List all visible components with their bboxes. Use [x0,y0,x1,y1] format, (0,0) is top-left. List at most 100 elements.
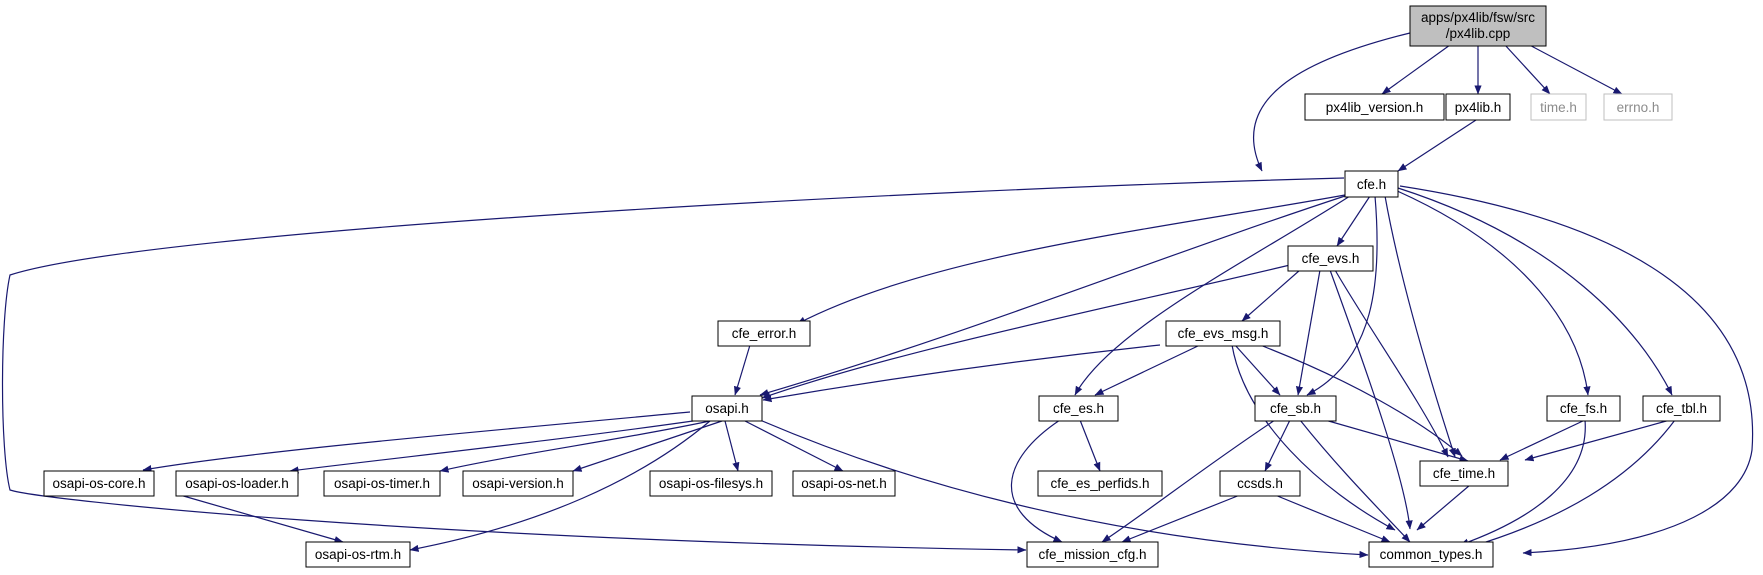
edge-cfe-evs-cfe-time [1334,269,1449,458]
edge-root-cfe [1252,32,1411,172]
node-root[interactable]: apps/px4lib/fsw/src /px4lib.cpp [1409,5,1547,47]
node-osapi-os-filesys-label: osapi-os-filesys.h [659,476,763,491]
edge-cfe-evs-msg-cfe-sb [1234,344,1281,396]
node-cfe-evs[interactable]: cfe_evs.h [1287,245,1374,272]
edge-cfe-cfe-mission-cfg [1,177,1345,554]
edge-cfe-sb-cfe-time [1324,419,1469,463]
edge-cfe-common-types [1399,185,1754,557]
node-osapi-os-core-label: osapi-os-core.h [52,476,145,491]
edge-cfe-tbl-cfe-time [1524,419,1671,462]
node-cfe-fs-label: cfe_fs.h [1560,401,1607,416]
node-root-line2: /px4lib.cpp [1446,26,1511,41]
node-px4lib-version[interactable]: px4lib_version.h [1304,93,1445,121]
node-cfe-time[interactable]: cfe_time.h [1419,460,1509,487]
edge-osapi-osapi-os-loader [289,419,701,474]
node-osapi-os-core[interactable]: osapi-os-core.h [43,470,155,497]
edge-cfe-cfe-fs [1394,189,1591,396]
node-cfe-tbl[interactable]: cfe_tbl.h [1642,395,1721,422]
node-cfe-mission-cfg-label: cfe_mission_cfg.h [1038,547,1146,562]
node-errno-label: errno.h [1617,100,1660,115]
edge-cfe-cfe-error [796,194,1346,325]
edge-cfe-es-cfe-es-perfids [1079,419,1101,472]
node-cfe-tbl-label: cfe_tbl.h [1656,401,1707,416]
edge-osapi-os-core-osapi-os-rtm [179,494,344,544]
dependency-edges [1,32,1754,559]
node-cfe-evs-msg[interactable]: cfe_evs_msg.h [1165,320,1281,347]
edge-cfe-evs-common-types [1329,269,1413,530]
node-cfe-es[interactable]: cfe_es.h [1038,395,1119,422]
node-ccsds[interactable]: ccsds.h [1219,470,1301,497]
edge-ccsds-common-types [1274,494,1391,543]
node-osapi-os-rtm[interactable]: osapi-os-rtm.h [305,541,411,568]
edge-cfe-evs-osapi [761,264,1291,399]
node-osapi-label: osapi.h [705,401,749,416]
node-cfe-es-perfids[interactable]: cfe_es_perfids.h [1037,470,1163,497]
edge-cfe-cfe-time [1384,195,1456,458]
edge-cfe-time-common-types [1416,484,1471,531]
edge-root-errno [1519,39,1623,95]
edge-osapi-osapi-os-filesys [724,420,740,472]
edge-cfe-cfe-evs [1336,195,1371,247]
node-cfe-mission-cfg[interactable]: cfe_mission_cfg.h [1026,541,1159,568]
node-px4lib-label: px4lib.h [1455,100,1502,115]
node-cfe-error-label: cfe_error.h [732,326,797,341]
node-common-types-label: common_types.h [1380,547,1483,562]
edge-cfe-sb-cfe-mission-cfg [1101,419,1276,543]
edge-ccsds-cfe-mission-cfg [1121,494,1241,543]
edge-cfe-tbl-common-types [1469,419,1676,548]
edge-osapi-osapi-os-core [142,411,691,473]
node-common-types[interactable]: common_types.h [1368,541,1494,568]
node-cfe-fs[interactable]: cfe_fs.h [1546,395,1621,422]
node-ccsds-label: ccsds.h [1237,476,1283,491]
edge-cfe-cfe-sb [1306,195,1378,396]
edge-cfe-evs-msg-common-types [1231,344,1396,531]
edge-cfe-evs-msg-cfe-time [1259,344,1463,457]
edge-cfe-sb-ccsds [1264,419,1291,472]
node-root-line1: apps/px4lib/fsw/src [1421,10,1535,25]
node-px4lib[interactable]: px4lib.h [1445,93,1511,121]
node-errno[interactable]: errno.h [1603,93,1673,121]
node-cfe-es-perfids-label: cfe_es_perfids.h [1050,476,1149,491]
node-osapi[interactable]: osapi.h [691,395,763,422]
edge-cfe-cfe-es [1074,195,1351,396]
node-osapi-os-timer[interactable]: osapi-os-timer.h [323,470,441,497]
node-osapi-os-rtm-label: osapi-os-rtm.h [315,547,401,562]
edge-cfe-fs-common-types [1459,419,1586,546]
edge-cfe-evs-cfe-sb [1295,269,1321,396]
node-osapi-version-label: osapi-version.h [472,476,564,491]
node-cfe-sb-label: cfe_sb.h [1270,401,1321,416]
edge-osapi-osapi-os-timer [439,420,711,473]
node-cfe-error[interactable]: cfe_error.h [717,320,811,347]
node-cfe-evs-msg-label: cfe_evs_msg.h [1178,326,1269,341]
edge-root-px4lib-version [1381,44,1451,95]
edge-cfe-osapi [759,195,1346,397]
node-osapi-os-loader-label: osapi-os-loader.h [185,476,289,491]
node-osapi-os-net[interactable]: osapi-os-net.h [792,470,896,497]
node-cfe-sb[interactable]: cfe_sb.h [1254,395,1337,422]
edge-osapi-osapi-os-net [744,420,844,472]
node-cfe-es-label: cfe_es.h [1053,401,1104,416]
edge-osapi-osapi-version [572,420,723,472]
node-osapi-version[interactable]: osapi-version.h [462,470,574,497]
edge-cfe-fs-cfe-time [1499,419,1586,461]
edge-cfe-cfe-tbl [1397,187,1673,396]
node-cfe-time-label: cfe_time.h [1433,466,1495,481]
node-osapi-os-timer-label: osapi-os-timer.h [334,476,430,491]
node-cfe[interactable]: cfe.h [1344,170,1399,198]
edge-cfe-evs-cfe-evs-msg [1241,269,1301,322]
node-time-label: time.h [1540,100,1577,115]
node-px4lib-version-label: px4lib_version.h [1326,100,1424,115]
node-osapi-os-loader[interactable]: osapi-os-loader.h [175,470,299,497]
edge-cfe-evs-msg-osapi [762,344,1161,403]
node-osapi-os-net-label: osapi-os-net.h [801,476,887,491]
node-cfe-evs-label: cfe_evs.h [1302,251,1360,266]
node-time[interactable]: time.h [1530,93,1587,121]
edge-root-time [1504,44,1551,95]
edge-cfe-sb-common-types [1299,419,1411,543]
edge-cfe-evs-msg-cfe-es [1094,344,1201,396]
edge-cfe-es-cfe-mission-cfg [1010,419,1063,543]
node-cfe-label: cfe.h [1357,177,1386,192]
edge-osapi-osapi-os-rtm [409,420,711,552]
node-osapi-os-filesys[interactable]: osapi-os-filesys.h [649,470,773,497]
